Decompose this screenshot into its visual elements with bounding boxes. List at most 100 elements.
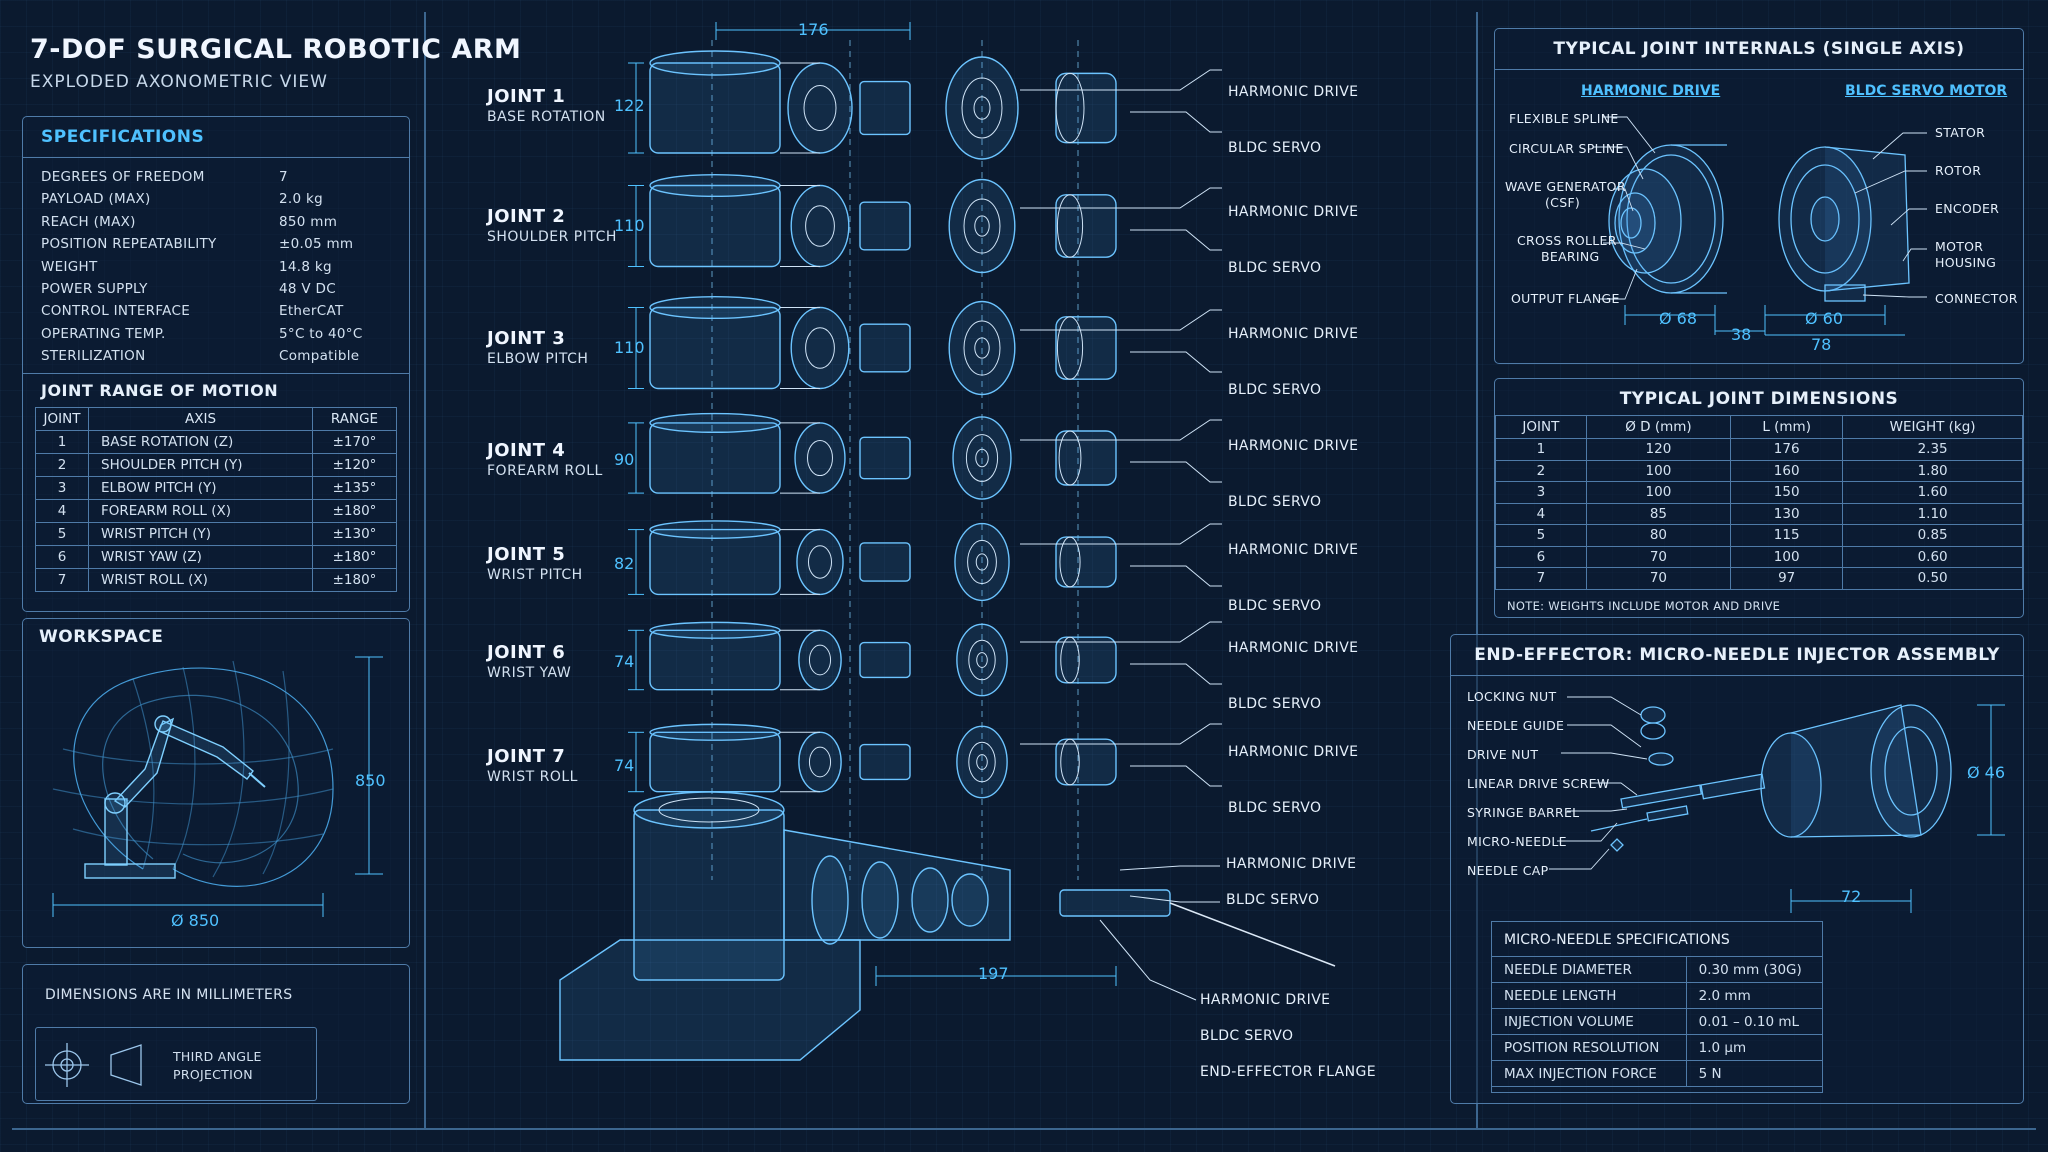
dimension-cell: 2.35	[1842, 438, 2023, 461]
dimension-cell: 150	[1730, 481, 1844, 504]
joint-arm-edges	[780, 731, 820, 793]
harmonic-part-label: CROSS ROLLER	[1517, 233, 1617, 248]
spec-value: 850 mm	[279, 213, 338, 230]
harmonic-callout-leader	[1020, 621, 1222, 643]
top-length-dim: 176	[798, 20, 829, 39]
servo-part-label: ENCODER	[1935, 201, 2000, 216]
joint-subtitle: WRIST ROLL	[487, 769, 578, 785]
base-servo-leader	[1129, 895, 1220, 903]
spec-label: PAYLOAD (MAX)	[41, 191, 151, 208]
servo-callout-leader	[1130, 565, 1222, 587]
spec-label: POSITION REPEATABILITY	[41, 236, 217, 253]
dimension-cell: 2	[1495, 459, 1587, 482]
joint-actuator-face	[796, 528, 844, 596]
harmonic-part-label: CIRCULAR SPLINE	[1509, 141, 1624, 156]
projection-line1: THIRD ANGLE	[173, 1049, 262, 1064]
endeffector-panel: END-EFFECTOR: MICRO-NEEDLE INJECTOR ASSE…	[1450, 634, 2024, 1104]
joint-title: JOINT 5	[487, 544, 566, 565]
joint-housing-top	[649, 296, 781, 320]
joint-housing-top	[649, 412, 781, 433]
harmonic-drive-disc	[945, 56, 1019, 160]
harmonic-drive-disc	[948, 300, 1016, 396]
end-effector-flange-callout: END-EFFECTOR FLANGE	[1200, 1064, 1376, 1080]
harmonic-drive-disc	[948, 178, 1016, 274]
bldc-servo-callout: BLDC SERVO	[1228, 800, 1322, 816]
range-cell: 7	[35, 568, 89, 592]
range-cell: FOREARM ROLL (X)	[87, 499, 314, 523]
dimension-cell: 4	[1495, 502, 1587, 525]
page-title: 7-DOF SURGICAL ROBOTIC ARM	[30, 34, 522, 65]
harmonic-callout-leader	[1020, 309, 1222, 331]
servo-callout-leader	[1130, 663, 1222, 685]
dimension-cell: 1.80	[1842, 459, 2023, 482]
dimension-cell: 3	[1495, 481, 1587, 504]
needle-spec-cell: 0.30 mm (30G)	[1686, 956, 1822, 983]
workspace-height-dim: 850	[355, 771, 386, 790]
harmonic-part-label: WAVE GENERATOR	[1505, 179, 1626, 194]
needle-specs-box: MICRO-NEEDLE SPECIFICATIONS NEEDLE DIAME…	[1491, 921, 1823, 1093]
joint-subtitle: ELBOW PITCH	[487, 351, 589, 367]
harmonic-drive-inner	[968, 639, 996, 681]
base-column	[633, 809, 785, 981]
joint-arm-edges	[780, 529, 820, 595]
dimension-cell: 100	[1730, 545, 1844, 568]
servo-part-label: STATOR	[1935, 125, 1986, 140]
spec-value: 2.0 kg	[279, 191, 323, 208]
endeffector-divider	[1451, 675, 2023, 676]
joint-bore	[805, 327, 835, 369]
lower-harmonic-callout: HARMONIC DRIVE	[1200, 992, 1331, 1008]
units-note: DIMENSIONS ARE IN MILLIMETERS	[45, 987, 293, 1003]
joint-housing	[649, 629, 781, 691]
injector-barrel	[1059, 889, 1171, 917]
bldc-servo-body	[1055, 316, 1117, 380]
harmonic-drive-hub	[976, 754, 988, 770]
harmonic-callout-leader	[1020, 69, 1222, 91]
joint-housing	[649, 731, 781, 793]
dimension-cell: 100	[1585, 481, 1732, 504]
bldc-servo-face	[1058, 430, 1082, 486]
dimension-cell: 70	[1585, 567, 1732, 590]
internals-heading: TYPICAL JOINT INTERNALS (SINGLE AXIS)	[1553, 39, 1965, 59]
joint-subtitle: SHOULDER PITCH	[487, 229, 617, 245]
spec-label: DEGREES OF FREEDOM	[41, 169, 205, 185]
base-drive-ring	[951, 873, 989, 927]
total-length-dim: 78	[1811, 335, 1832, 354]
joint-actuator-face	[794, 422, 846, 494]
projection-symbol-icon	[45, 1043, 142, 1087]
endeffector-drawing	[1549, 696, 2005, 913]
servo-part-label: ROTOR	[1935, 163, 1982, 178]
bldc-servo-body	[1055, 636, 1117, 684]
joint-subtitle: WRIST PITCH	[487, 567, 583, 583]
harmonic-dia-dim: Ø 68	[1659, 309, 1698, 328]
joint-housing	[649, 62, 781, 154]
notes-panel: DIMENSIONS ARE IN MILLIMETERS THIRD ANGL…	[22, 964, 410, 1104]
workspace-heading: WORKSPACE	[39, 627, 164, 647]
needle-spec-cell: 5 N	[1686, 1060, 1822, 1087]
bldc-servo-callout: BLDC SERVO	[1228, 494, 1322, 510]
dimension-column-header: L (mm)	[1730, 415, 1844, 439]
internals-divider	[1495, 69, 2023, 70]
lower-servo-callout: BLDC SERVO	[1200, 1028, 1294, 1044]
range-cell: ±180°	[312, 568, 397, 592]
needle-spec-cell: INJECTION VOLUME	[1492, 1008, 1687, 1035]
spec-value: Compatible	[279, 348, 360, 365]
spec-value: 7	[279, 169, 288, 185]
spec-value: 48 V DC	[279, 281, 336, 297]
bldc-servo-body	[1055, 536, 1117, 588]
workspace-base	[84, 863, 176, 879]
joint-housing-top	[649, 723, 781, 741]
dimension-cell: 160	[1730, 459, 1844, 482]
range-cell: 4	[35, 499, 89, 523]
harmonic-drive-callout: HARMONIC DRIVE	[1228, 744, 1359, 760]
harmonic-drive-disc	[952, 416, 1012, 500]
endeffector-heading: END-EFFECTOR: MICRO-NEEDLE INJECTOR ASSE…	[1474, 645, 2000, 665]
